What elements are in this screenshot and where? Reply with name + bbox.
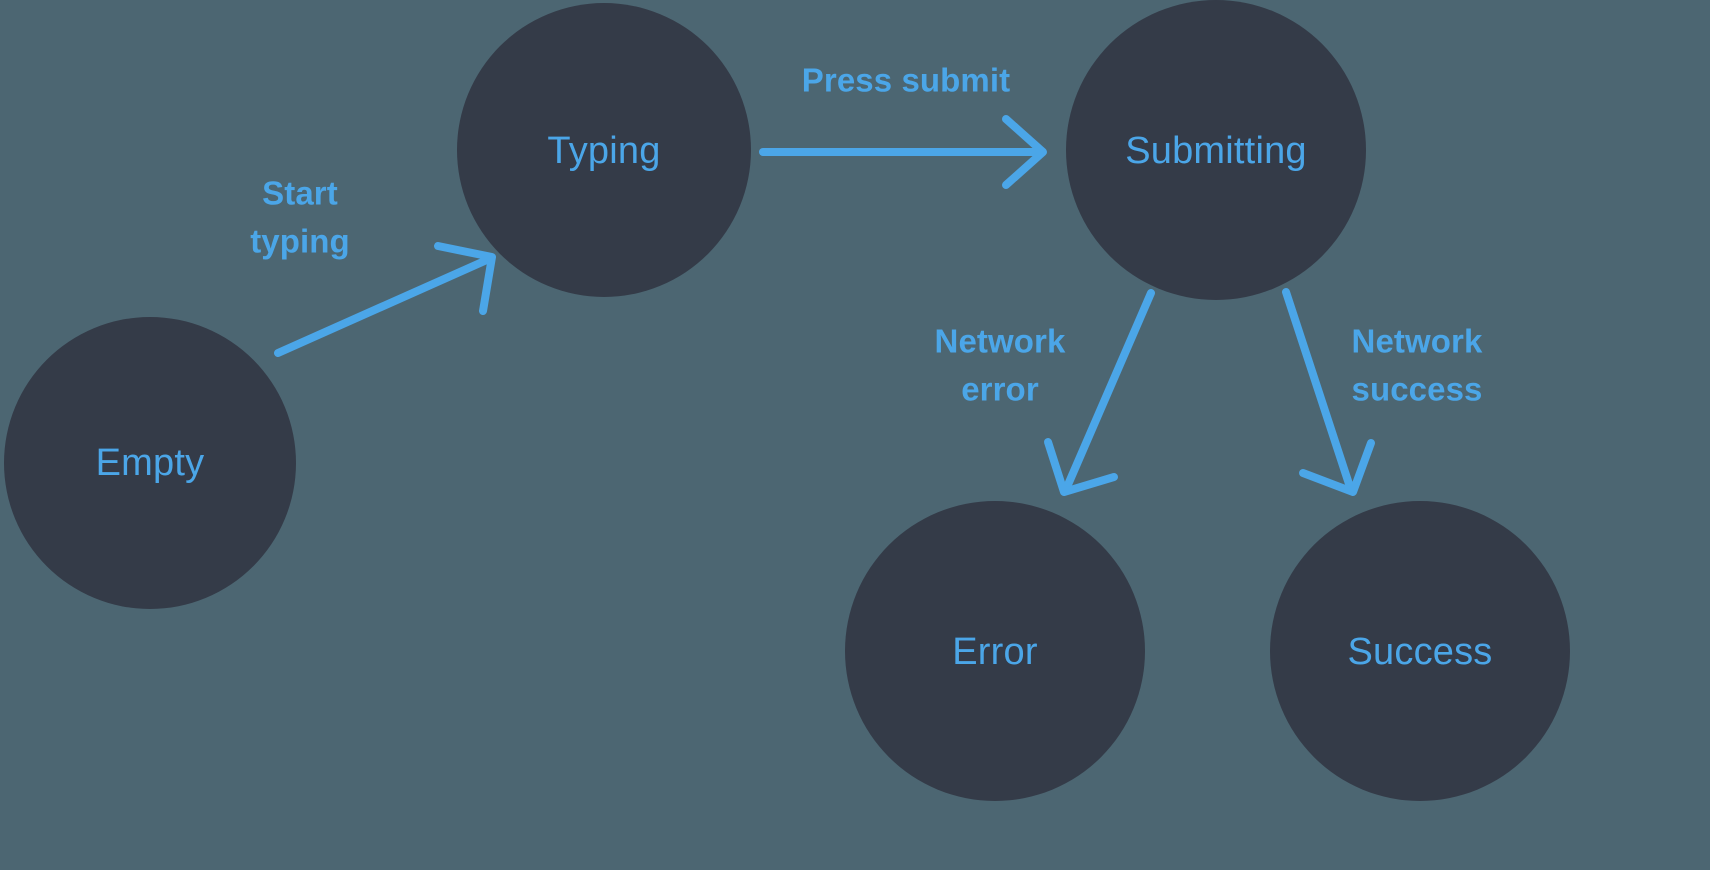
edge-network-error: Network error: [935, 289, 1155, 496]
edge-start-typing: Start typing: [250, 175, 496, 357]
edge-start-typing-line: [274, 255, 493, 357]
edge-network-success-label-line2: success: [1352, 371, 1483, 408]
node-empty-circle[interactable]: [4, 317, 296, 609]
edge-network-success: Network success: [1282, 288, 1483, 496]
node-error-label: Error: [952, 631, 1038, 673]
node-submitting-circle[interactable]: [1066, 0, 1366, 300]
node-error-circle[interactable]: [845, 501, 1145, 801]
node-success-label: Success: [1347, 631, 1492, 673]
node-empty-label: Empty: [96, 442, 205, 484]
node-empty[interactable]: Empty: [4, 317, 296, 609]
node-success[interactable]: Success: [1270, 501, 1570, 801]
edge-network-success-arrowhead: [1299, 439, 1375, 496]
edge-start-typing-label-line2: typing: [250, 223, 350, 260]
node-success-circle[interactable]: [1270, 501, 1570, 801]
node-error[interactable]: Error: [845, 501, 1145, 801]
edge-network-error-arrowhead: [1044, 438, 1118, 496]
edge-network-error-label-line2: error: [961, 371, 1039, 408]
edge-start-typing-label-line1: Start: [262, 175, 338, 212]
edge-press-submit-label: Press submit: [802, 62, 1010, 99]
edge-press-submit-arrowhead: [1002, 115, 1047, 189]
edge-network-error-line: [1063, 289, 1155, 491]
edge-start-typing-arrowhead: [434, 242, 496, 315]
node-typing-circle[interactable]: [457, 3, 751, 297]
node-typing-label: Typing: [547, 130, 660, 172]
node-submitting[interactable]: Submitting: [1066, 0, 1366, 300]
edge-press-submit: Press submit: [759, 62, 1047, 189]
edge-network-success-label-line1: Network: [1352, 323, 1483, 360]
node-submitting-label: Submitting: [1125, 130, 1307, 172]
edge-network-error-label-line1: Network: [935, 323, 1066, 360]
node-typing[interactable]: Typing: [457, 3, 751, 297]
edge-network-success-line: [1282, 288, 1354, 491]
